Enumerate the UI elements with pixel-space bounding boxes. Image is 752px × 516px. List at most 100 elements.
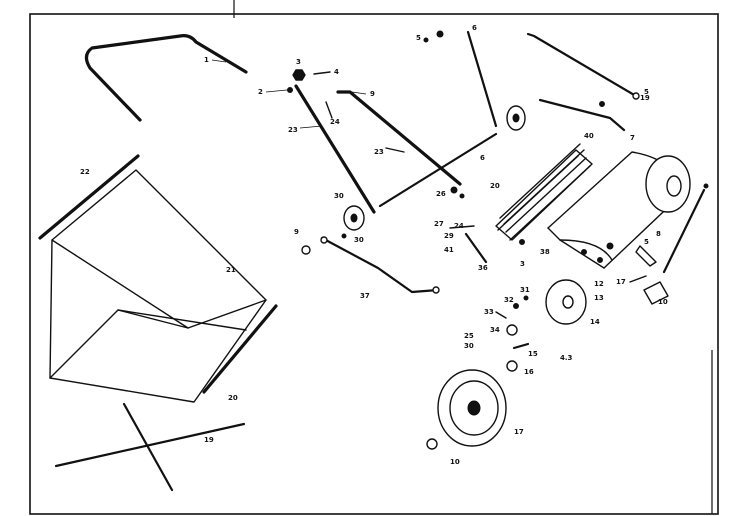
- bag-lower-rod: [202, 304, 278, 394]
- label-16: 16: [524, 368, 534, 376]
- drag-link-end: [320, 236, 328, 244]
- label-19b: 19: [204, 436, 214, 444]
- lever-10: [643, 281, 669, 305]
- bolt-40: [519, 239, 525, 245]
- leader-9: [351, 91, 367, 95]
- label-38: 38: [540, 248, 550, 256]
- frame-rod-b: [122, 402, 174, 492]
- screw-4: [313, 71, 331, 75]
- axle-19: [512, 342, 530, 350]
- hubcap-10: [426, 438, 438, 450]
- label-2: 2: [258, 88, 263, 96]
- label-6b: 6: [480, 154, 485, 162]
- label-43: 4.3: [560, 354, 573, 362]
- arm-19-end: [632, 92, 640, 100]
- label-36: 36: [478, 264, 488, 272]
- screw-24: [325, 101, 333, 119]
- label-19a: 19: [640, 94, 650, 102]
- lower-handle-right: [336, 90, 462, 186]
- label-26: 26: [436, 190, 446, 198]
- rod-38: [464, 232, 488, 264]
- drag-link-end-b: [432, 286, 440, 294]
- label-27: 27: [434, 220, 444, 228]
- washer-30: [341, 233, 347, 239]
- rear-wheel-14-hub: [562, 295, 574, 309]
- bolt-31: [523, 295, 529, 301]
- axle-rod-8: [378, 132, 498, 208]
- upper-handle: [84, 34, 248, 122]
- label-24b: 24: [454, 222, 464, 230]
- label-13: 13: [594, 294, 604, 302]
- label-8: 8: [656, 230, 661, 238]
- arm-19-top: [526, 32, 638, 98]
- label-12: 12: [594, 280, 604, 288]
- label-34: 34: [490, 326, 500, 334]
- label-32: 32: [504, 296, 514, 304]
- label-20b: 20: [228, 394, 238, 402]
- spring-17: [629, 275, 647, 283]
- label-23a: 23: [288, 126, 298, 134]
- label-23b: 23: [374, 148, 384, 156]
- pinion-gear-hub: [512, 113, 520, 123]
- label-14: 14: [590, 318, 600, 326]
- label-31: 31: [520, 286, 530, 294]
- bushing-16: [506, 360, 518, 372]
- label-22: 22: [80, 168, 90, 176]
- diagram-frame: [29, 13, 719, 515]
- drag-link-37: [320, 236, 440, 294]
- label-17b: 17: [514, 428, 524, 436]
- label-1: 1: [204, 56, 209, 64]
- label-20a: 20: [490, 182, 500, 190]
- label-30c: 30: [464, 342, 474, 350]
- label-5b: 5: [644, 88, 649, 96]
- brush-reel: [495, 143, 593, 241]
- frame-rod-a: [54, 422, 246, 468]
- label-21: 21: [226, 266, 236, 274]
- nut-6: [436, 30, 444, 38]
- label-3b: 3: [520, 260, 525, 268]
- label-33: 33: [484, 308, 494, 316]
- label-10b: 10: [450, 458, 460, 466]
- rod-6: [466, 30, 498, 128]
- label-29: 29: [444, 232, 454, 240]
- nut-26: [450, 186, 458, 194]
- label-5a: 5: [416, 34, 421, 42]
- lower-handle-left: [294, 84, 376, 214]
- leader-1: [211, 59, 227, 63]
- leader-2: [265, 89, 288, 93]
- washer-5: [459, 193, 465, 199]
- label-37: 37: [360, 292, 370, 300]
- label-24a: 24: [330, 118, 340, 126]
- housing-wheel-hub: [666, 175, 682, 197]
- clip-33: [495, 311, 507, 319]
- label-5c: 5: [644, 238, 649, 246]
- link-arm: [538, 98, 626, 132]
- label-6a: 6: [472, 24, 477, 32]
- nut-3: [292, 69, 306, 81]
- nut-32: [513, 303, 519, 309]
- bolt-2: [287, 87, 293, 93]
- label-30a: 30: [334, 192, 344, 200]
- leader-23a: [299, 125, 323, 129]
- label-3: 3: [296, 58, 301, 66]
- label-10a: 10: [658, 298, 668, 306]
- nut-9: [301, 245, 311, 255]
- label-9b: 9: [294, 228, 299, 236]
- side-arm-8: [662, 188, 706, 274]
- clip-5: [635, 245, 657, 267]
- label-15: 15: [528, 350, 538, 358]
- hopper-bag: [49, 169, 267, 403]
- washer-34: [506, 324, 518, 336]
- bag-top-rod: [38, 154, 140, 240]
- main-wheel-17-hub: [467, 400, 481, 416]
- label-7: 7: [630, 134, 635, 142]
- label-41: 41: [444, 246, 454, 254]
- side-arm-pin: [703, 183, 709, 189]
- label-25: 25: [464, 332, 474, 340]
- label-40: 40: [584, 132, 594, 140]
- label-9a: 9: [370, 90, 375, 98]
- link-washer: [599, 101, 605, 107]
- label-17a: 17: [616, 278, 626, 286]
- pulley-30-hub: [350, 213, 358, 223]
